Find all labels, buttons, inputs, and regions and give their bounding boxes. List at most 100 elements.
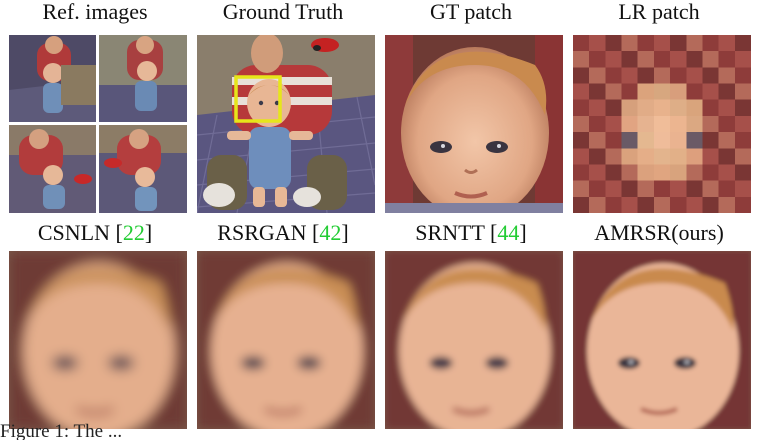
lr-pixel xyxy=(670,132,687,149)
lr-pixel xyxy=(621,35,639,52)
lr-patch-image xyxy=(573,35,751,213)
lr-pixel xyxy=(702,196,720,213)
lr-pixel xyxy=(637,99,655,117)
csnln-label: CSNLN [22] xyxy=(37,220,153,245)
lr-pixel xyxy=(686,164,704,182)
ground-truth-panel xyxy=(197,35,375,213)
lr-pixel xyxy=(734,148,751,166)
lr-pixel xyxy=(718,196,736,213)
lr-pixel xyxy=(702,83,720,101)
ref-images-panel xyxy=(9,35,187,213)
csnln-result-image xyxy=(9,251,187,429)
lr-pixel xyxy=(589,83,606,101)
gt-patch-image xyxy=(385,35,563,213)
lr-patch-label: LR patch xyxy=(618,0,700,24)
lr-patch-panel xyxy=(573,35,751,213)
lr-pixel xyxy=(621,164,639,182)
lr-pixel xyxy=(621,180,639,198)
lr-pixel xyxy=(718,35,736,52)
lr-pixel xyxy=(589,35,606,52)
lr-pixel xyxy=(589,132,606,149)
lr-pixel xyxy=(670,148,687,166)
lr-pixel xyxy=(653,148,671,166)
lr-pixel xyxy=(605,132,623,149)
lr-pixel xyxy=(702,67,720,85)
lr-pixel xyxy=(573,148,590,166)
lr-pixel xyxy=(573,180,590,198)
lr-pixel xyxy=(589,115,606,133)
lr-pixel xyxy=(573,132,590,149)
lr-pixel xyxy=(686,35,704,52)
rsrgan-result-panel xyxy=(197,251,375,429)
lr-pixel xyxy=(637,83,655,101)
lr-pixel xyxy=(637,35,655,52)
lr-pixel xyxy=(670,115,687,133)
rsrgan-citation[interactable]: 42 xyxy=(319,220,342,245)
lr-pixel xyxy=(637,180,655,198)
lr-pixel xyxy=(573,99,590,117)
lr-pixel xyxy=(573,164,590,182)
lr-pixel xyxy=(653,180,671,198)
lr-pixel xyxy=(621,148,639,166)
lr-pixel xyxy=(573,196,590,213)
rsrgan-label: RSRGAN [42] xyxy=(217,220,349,245)
lr-pixel xyxy=(621,51,639,68)
lr-pixel xyxy=(605,35,623,52)
gt-patch-label: GT patch xyxy=(429,0,513,24)
csnln-citation[interactable]: 22 xyxy=(122,220,145,245)
ref-images-mosaic xyxy=(9,35,187,213)
srntt-citation[interactable]: 44 xyxy=(497,220,520,245)
lr-pixel xyxy=(718,67,736,85)
lr-pixel xyxy=(653,67,671,85)
lr-pixel xyxy=(734,51,751,68)
lr-pixel xyxy=(653,196,671,213)
lr-pixel xyxy=(637,115,655,133)
lr-pixel xyxy=(621,196,639,213)
lr-pixel xyxy=(589,67,606,85)
lr-pixel xyxy=(734,35,751,52)
lr-pixel xyxy=(670,99,687,117)
lr-pixel xyxy=(734,180,751,198)
lr-pixel xyxy=(589,99,606,117)
lr-pixel xyxy=(605,83,623,101)
lr-pixel xyxy=(589,51,606,68)
lr-pixel xyxy=(573,35,590,52)
lr-pixel xyxy=(621,67,639,85)
lr-pixel xyxy=(702,132,720,149)
amrsr-result-image xyxy=(573,251,751,429)
lr-pixel xyxy=(734,196,751,213)
lr-pixel xyxy=(734,164,751,182)
amrsr-result-panel xyxy=(573,251,751,429)
lr-pixel xyxy=(702,148,720,166)
lr-pixel xyxy=(637,148,655,166)
gt-patch-panel xyxy=(385,35,563,213)
highlight-box xyxy=(234,75,282,123)
lr-pixel xyxy=(605,51,623,68)
lr-pixel xyxy=(686,83,704,101)
lr-pixel xyxy=(718,180,736,198)
lr-pixel xyxy=(670,196,687,213)
ground-truth-label: Ground Truth xyxy=(222,0,344,24)
lr-pixel xyxy=(702,180,720,198)
lr-pixel xyxy=(605,164,623,182)
lr-pixel xyxy=(686,99,704,117)
lr-pixel xyxy=(686,51,704,68)
lr-pixel xyxy=(621,99,639,117)
lr-pixel xyxy=(718,132,736,149)
lr-pixel xyxy=(670,67,687,85)
lr-pixel xyxy=(702,115,720,133)
lr-pixel xyxy=(718,83,736,101)
lr-pixel xyxy=(686,180,704,198)
lr-pixel xyxy=(589,196,606,213)
lr-pixel xyxy=(734,67,751,85)
lr-pixel xyxy=(734,132,751,149)
ref-images-label: Ref. images xyxy=(42,0,148,24)
lr-pixel xyxy=(718,148,736,166)
lr-pixel xyxy=(605,99,623,117)
lr-pixel xyxy=(589,180,606,198)
lr-pixel xyxy=(686,196,704,213)
lr-pixel xyxy=(589,164,606,182)
lr-pixel xyxy=(702,51,720,68)
lr-pixel xyxy=(670,180,687,198)
lr-pixel xyxy=(573,83,590,101)
